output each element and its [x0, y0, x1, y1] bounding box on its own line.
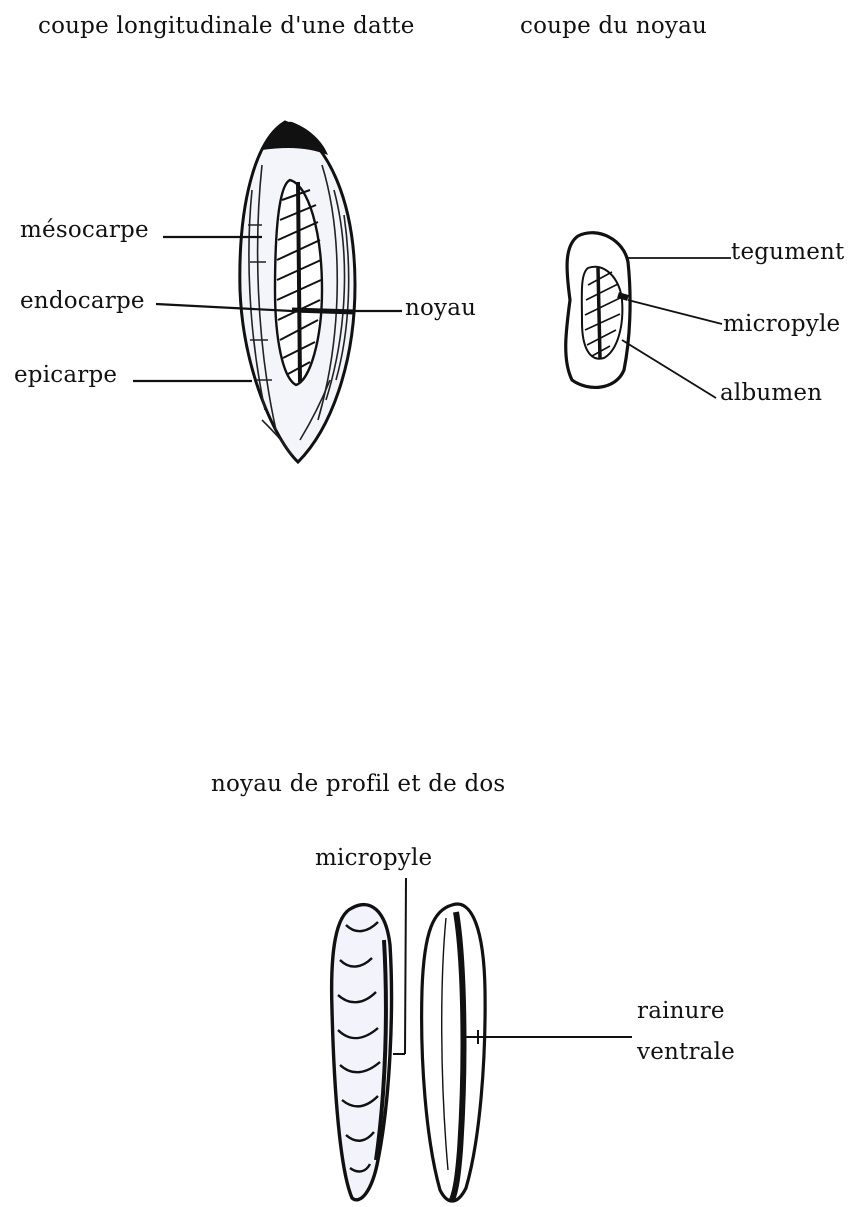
kernel-leader-lines: [622, 258, 731, 398]
kernel-profile-back: [422, 904, 485, 1201]
kernel-profile-side: [332, 905, 392, 1200]
kernel-cross-section: [566, 233, 630, 388]
date-longitudinal-section: [240, 122, 355, 462]
